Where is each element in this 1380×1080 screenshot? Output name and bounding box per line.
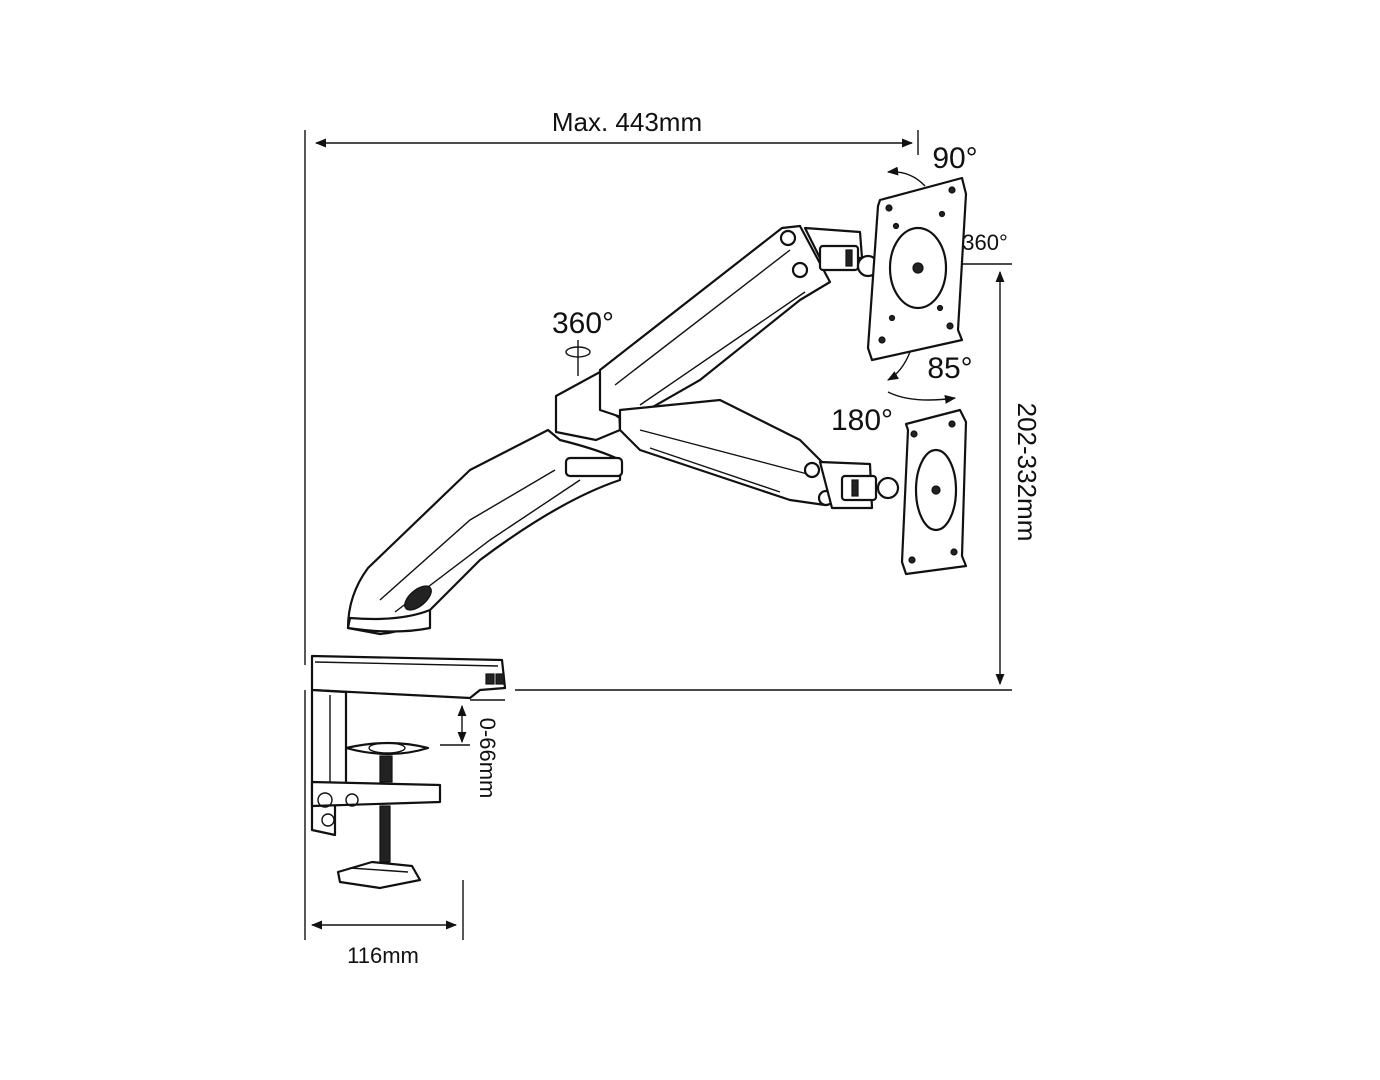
base-rotation-label: 360° — [552, 307, 614, 340]
height-range-dimension: 202-332mm — [515, 263, 1042, 691]
desk-clamp — [310, 654, 507, 890]
clamp-width-dimension: 116mm — [304, 690, 464, 968]
rotation-label: 360° — [962, 230, 1008, 255]
clamp-depth-label: 0-66mm — [475, 718, 500, 799]
clamp-width-label: 116mm — [347, 943, 419, 968]
swivel-label: 85° — [927, 352, 972, 385]
lower-arm — [346, 428, 624, 636]
max-reach-label: Max. 443mm — [552, 107, 702, 137]
second-arm — [618, 398, 900, 510]
upper-arm — [598, 224, 880, 422]
tilt-indicator: 90° — [886, 142, 978, 187]
tilt-label: 90° — [932, 142, 977, 175]
swivel-indicator: 85° — [887, 351, 973, 404]
top-vesa-plate — [866, 176, 968, 362]
bottom-vesa-plate — [900, 408, 968, 576]
base-rotation-indicator: 360° — [552, 307, 614, 376]
height-range-label: 202-332mm — [1012, 403, 1042, 542]
clamp-depth-dimension: 0-66mm — [440, 699, 505, 799]
max-reach-dimension: Max. 443mm — [304, 107, 919, 665]
arm-swivel-label: 180° — [831, 404, 893, 437]
